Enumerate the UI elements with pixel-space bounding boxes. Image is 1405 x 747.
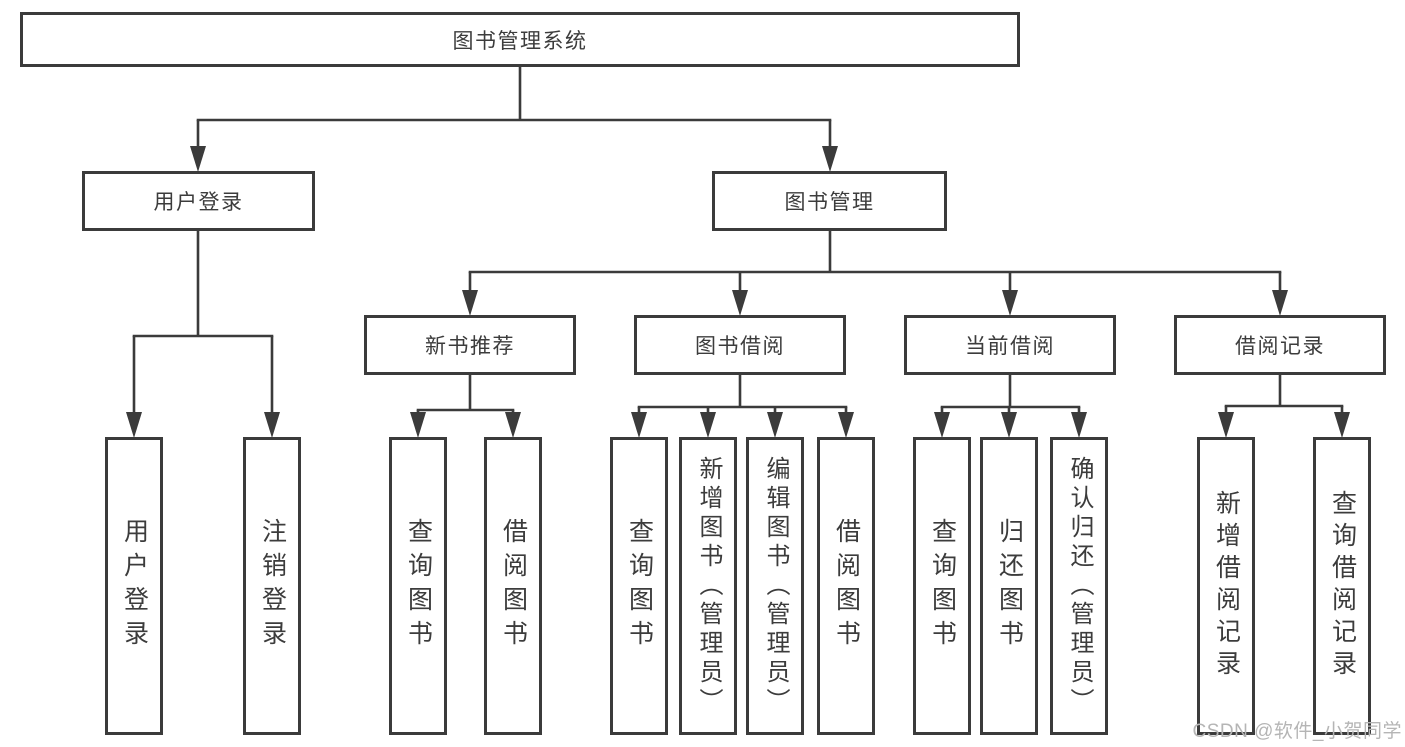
node-new-book-recommend: 新书推荐 bbox=[364, 315, 576, 375]
node-user-login-label: 用户登录 bbox=[153, 191, 244, 214]
leaf-return-books-label: 归还图书 bbox=[995, 518, 1024, 654]
node-root-label: 图书管理系统 bbox=[452, 29, 588, 53]
leaf-borrow-books-label: 借阅图书 bbox=[832, 518, 861, 654]
node-current-borrowing: 当前借阅 bbox=[904, 315, 1116, 375]
node-book-borrowing-label: 图书借阅 bbox=[695, 335, 785, 358]
node-book-borrowing: 图书借阅 bbox=[634, 315, 846, 375]
leaf-edit-book-admin: 编辑图书（管理员） bbox=[746, 437, 804, 735]
node-book-management: 图书管理 bbox=[712, 171, 947, 231]
node-borrowing-records: 借阅记录 bbox=[1174, 315, 1386, 375]
leaf-add-borrow-record: 新增借阅记录 bbox=[1197, 437, 1255, 735]
node-current-borrowing-label: 当前借阅 bbox=[965, 335, 1055, 358]
leaf-add-borrow-record-label: 新增借阅记录 bbox=[1212, 490, 1241, 682]
leaf-logout-label: 注销登录 bbox=[258, 518, 287, 654]
leaf-query-books-current: 查询图书 bbox=[913, 437, 971, 735]
leaf-query-books-recommend: 查询图书 bbox=[389, 437, 447, 735]
leaf-query-borrow-record-label: 查询借阅记录 bbox=[1328, 490, 1357, 682]
leaf-borrow-books: 借阅图书 bbox=[817, 437, 875, 735]
leaf-add-book-admin-label: 新增图书（管理员） bbox=[695, 455, 722, 717]
leaf-add-book-admin: 新增图书（管理员） bbox=[679, 437, 737, 735]
leaf-confirm-return-admin: 确认归还（管理员） bbox=[1050, 437, 1108, 735]
leaf-query-books-borrowing-label: 查询图书 bbox=[625, 518, 654, 654]
leaf-user-login: 用户登录 bbox=[105, 437, 163, 735]
leaf-logout: 注销登录 bbox=[243, 437, 301, 735]
leaf-edit-book-admin-label: 编辑图书（管理员） bbox=[762, 455, 789, 717]
leaf-query-borrow-record: 查询借阅记录 bbox=[1313, 437, 1371, 735]
watermark: CSDN @软件_小贺同学 bbox=[1192, 721, 1402, 742]
leaf-user-login-label: 用户登录 bbox=[120, 518, 149, 654]
leaf-confirm-return-admin-label: 确认归还（管理员） bbox=[1066, 455, 1093, 717]
arrowhead-icons bbox=[126, 146, 1350, 438]
leaf-query-books-recommend-label: 查询图书 bbox=[404, 518, 433, 654]
node-book-management-label: 图书管理 bbox=[784, 191, 875, 214]
leaf-return-books: 归还图书 bbox=[980, 437, 1038, 735]
leaf-borrow-books-recommend: 借阅图书 bbox=[484, 437, 542, 735]
node-borrowing-records-label: 借阅记录 bbox=[1235, 335, 1325, 358]
leaf-query-books-borrowing: 查询图书 bbox=[610, 437, 668, 735]
leaf-borrow-books-recommend-label: 借阅图书 bbox=[499, 518, 528, 654]
node-new-book-recommend-label: 新书推荐 bbox=[425, 335, 515, 358]
node-root: 图书管理系统 bbox=[20, 12, 1020, 67]
node-user-login: 用户登录 bbox=[82, 171, 315, 231]
leaf-query-books-current-label: 查询图书 bbox=[928, 518, 957, 654]
